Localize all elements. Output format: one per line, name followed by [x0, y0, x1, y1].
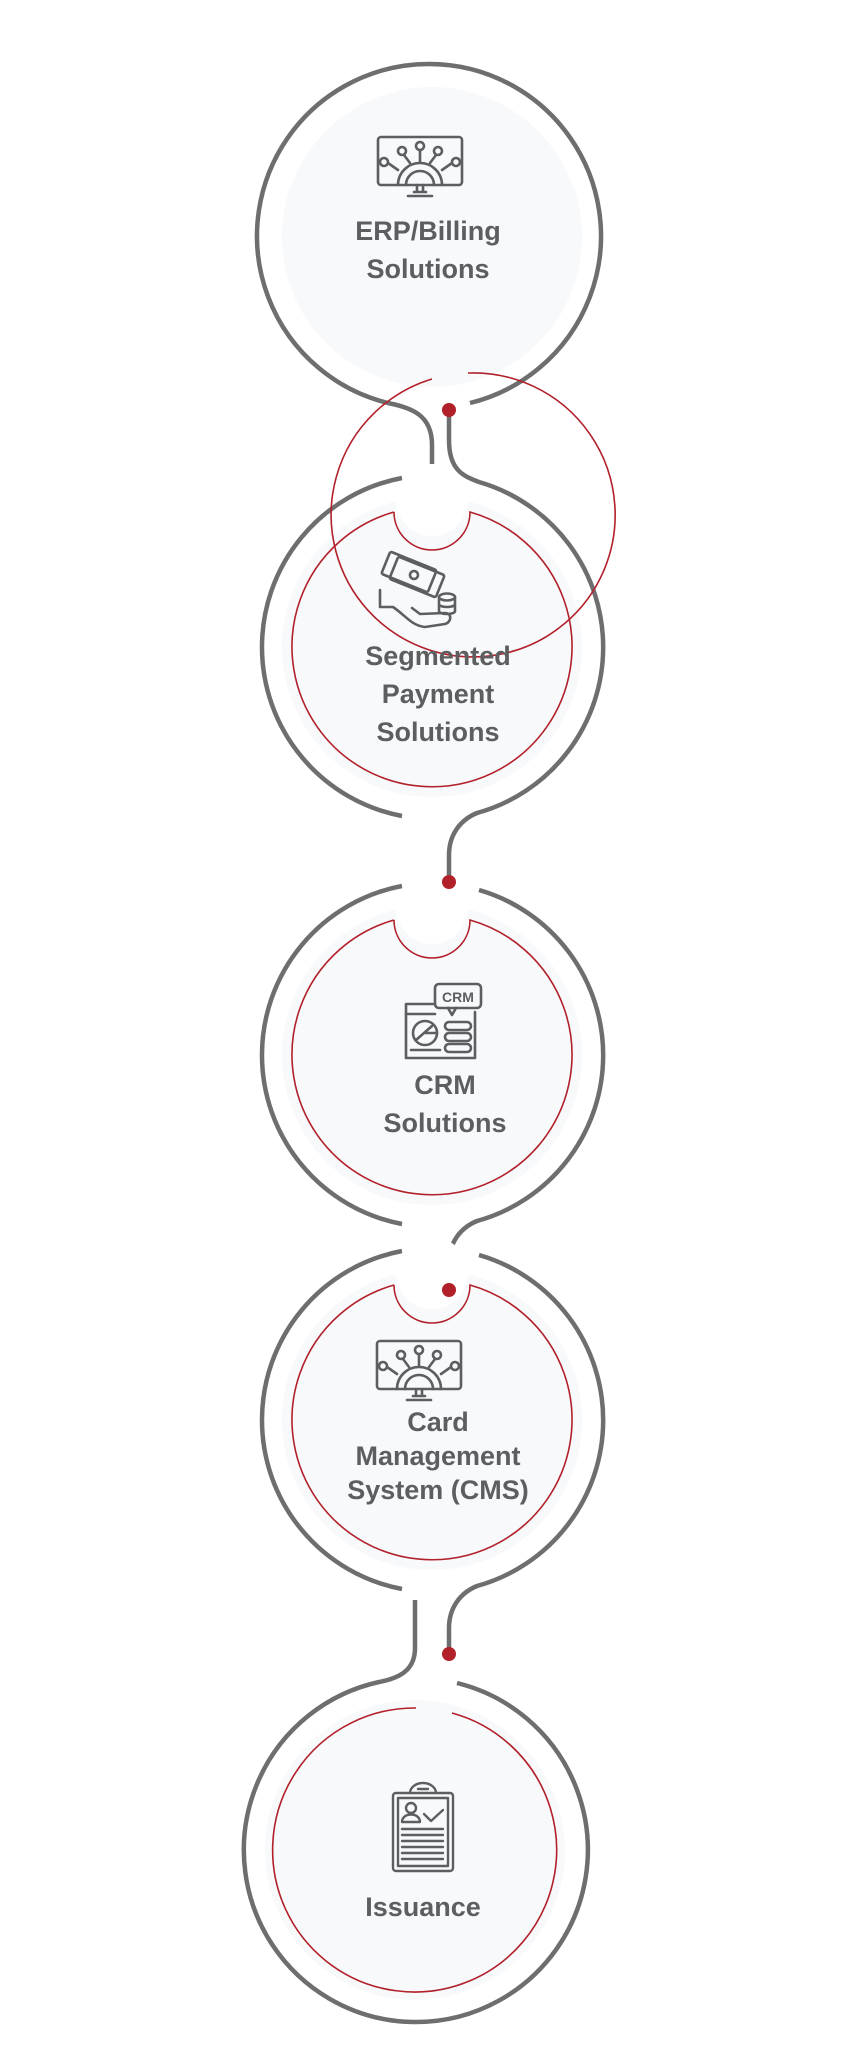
step-1-ring: [330, 372, 616, 658]
step-4-label: Card Management System (CMS): [308, 1405, 568, 1507]
connector-dot: [442, 875, 456, 889]
step-2-background: [282, 497, 582, 797]
label-line: ERP/Billing: [355, 216, 501, 246]
label-line: Solutions: [366, 254, 490, 284]
track-segment-2-left: [259, 475, 403, 819]
track-segment-2-right: [446, 410, 606, 882]
step-3-ring: [291, 918, 573, 1196]
step-3-background: [282, 905, 582, 1205]
track-segment-3-right: [446, 887, 606, 1290]
track-segment-3-left: [259, 883, 403, 1227]
hand-money-coins-icon: [378, 550, 457, 629]
label-line: Solutions: [376, 717, 500, 747]
step-5-label: Issuance: [293, 1888, 553, 1926]
connector-dot: [442, 1647, 456, 1661]
crm-dashboard-icon: [404, 982, 483, 1060]
label-line: Management: [355, 1441, 521, 1471]
track-segment-1: [254, 61, 604, 487]
label-line: Solutions: [383, 1108, 507, 1138]
step-4-ring: [291, 1283, 573, 1561]
step-5-ring: [271, 1707, 558, 1993]
step-3-label: CRM Solutions: [315, 1066, 575, 1142]
clipboard-profile-check-icon: [391, 1781, 455, 1873]
track-segment-5: [241, 1600, 591, 2025]
label-line: System (CMS): [347, 1475, 529, 1505]
step-4-background: [282, 1270, 582, 1570]
label-line: CRM: [414, 1070, 476, 1100]
label-line: Payment: [381, 679, 495, 709]
step-1-label: ERP/Billing Solutions: [298, 212, 558, 288]
track-segment-4-left: [259, 1248, 403, 1592]
connector-dot: [442, 403, 456, 417]
crm-icon-text: CRM: [442, 989, 474, 1005]
step-2-label: Segmented Payment Solutions: [308, 637, 568, 751]
label-line: Issuance: [365, 1892, 481, 1922]
label-line: Card: [407, 1407, 469, 1437]
track-segment-4-right: [446, 1252, 606, 1654]
step-1-background: [282, 87, 582, 387]
step-2-ring: [291, 510, 573, 788]
connector-dot: [442, 1283, 456, 1297]
label-line: Segmented: [365, 641, 511, 671]
step-5-background: [265, 1700, 565, 2000]
